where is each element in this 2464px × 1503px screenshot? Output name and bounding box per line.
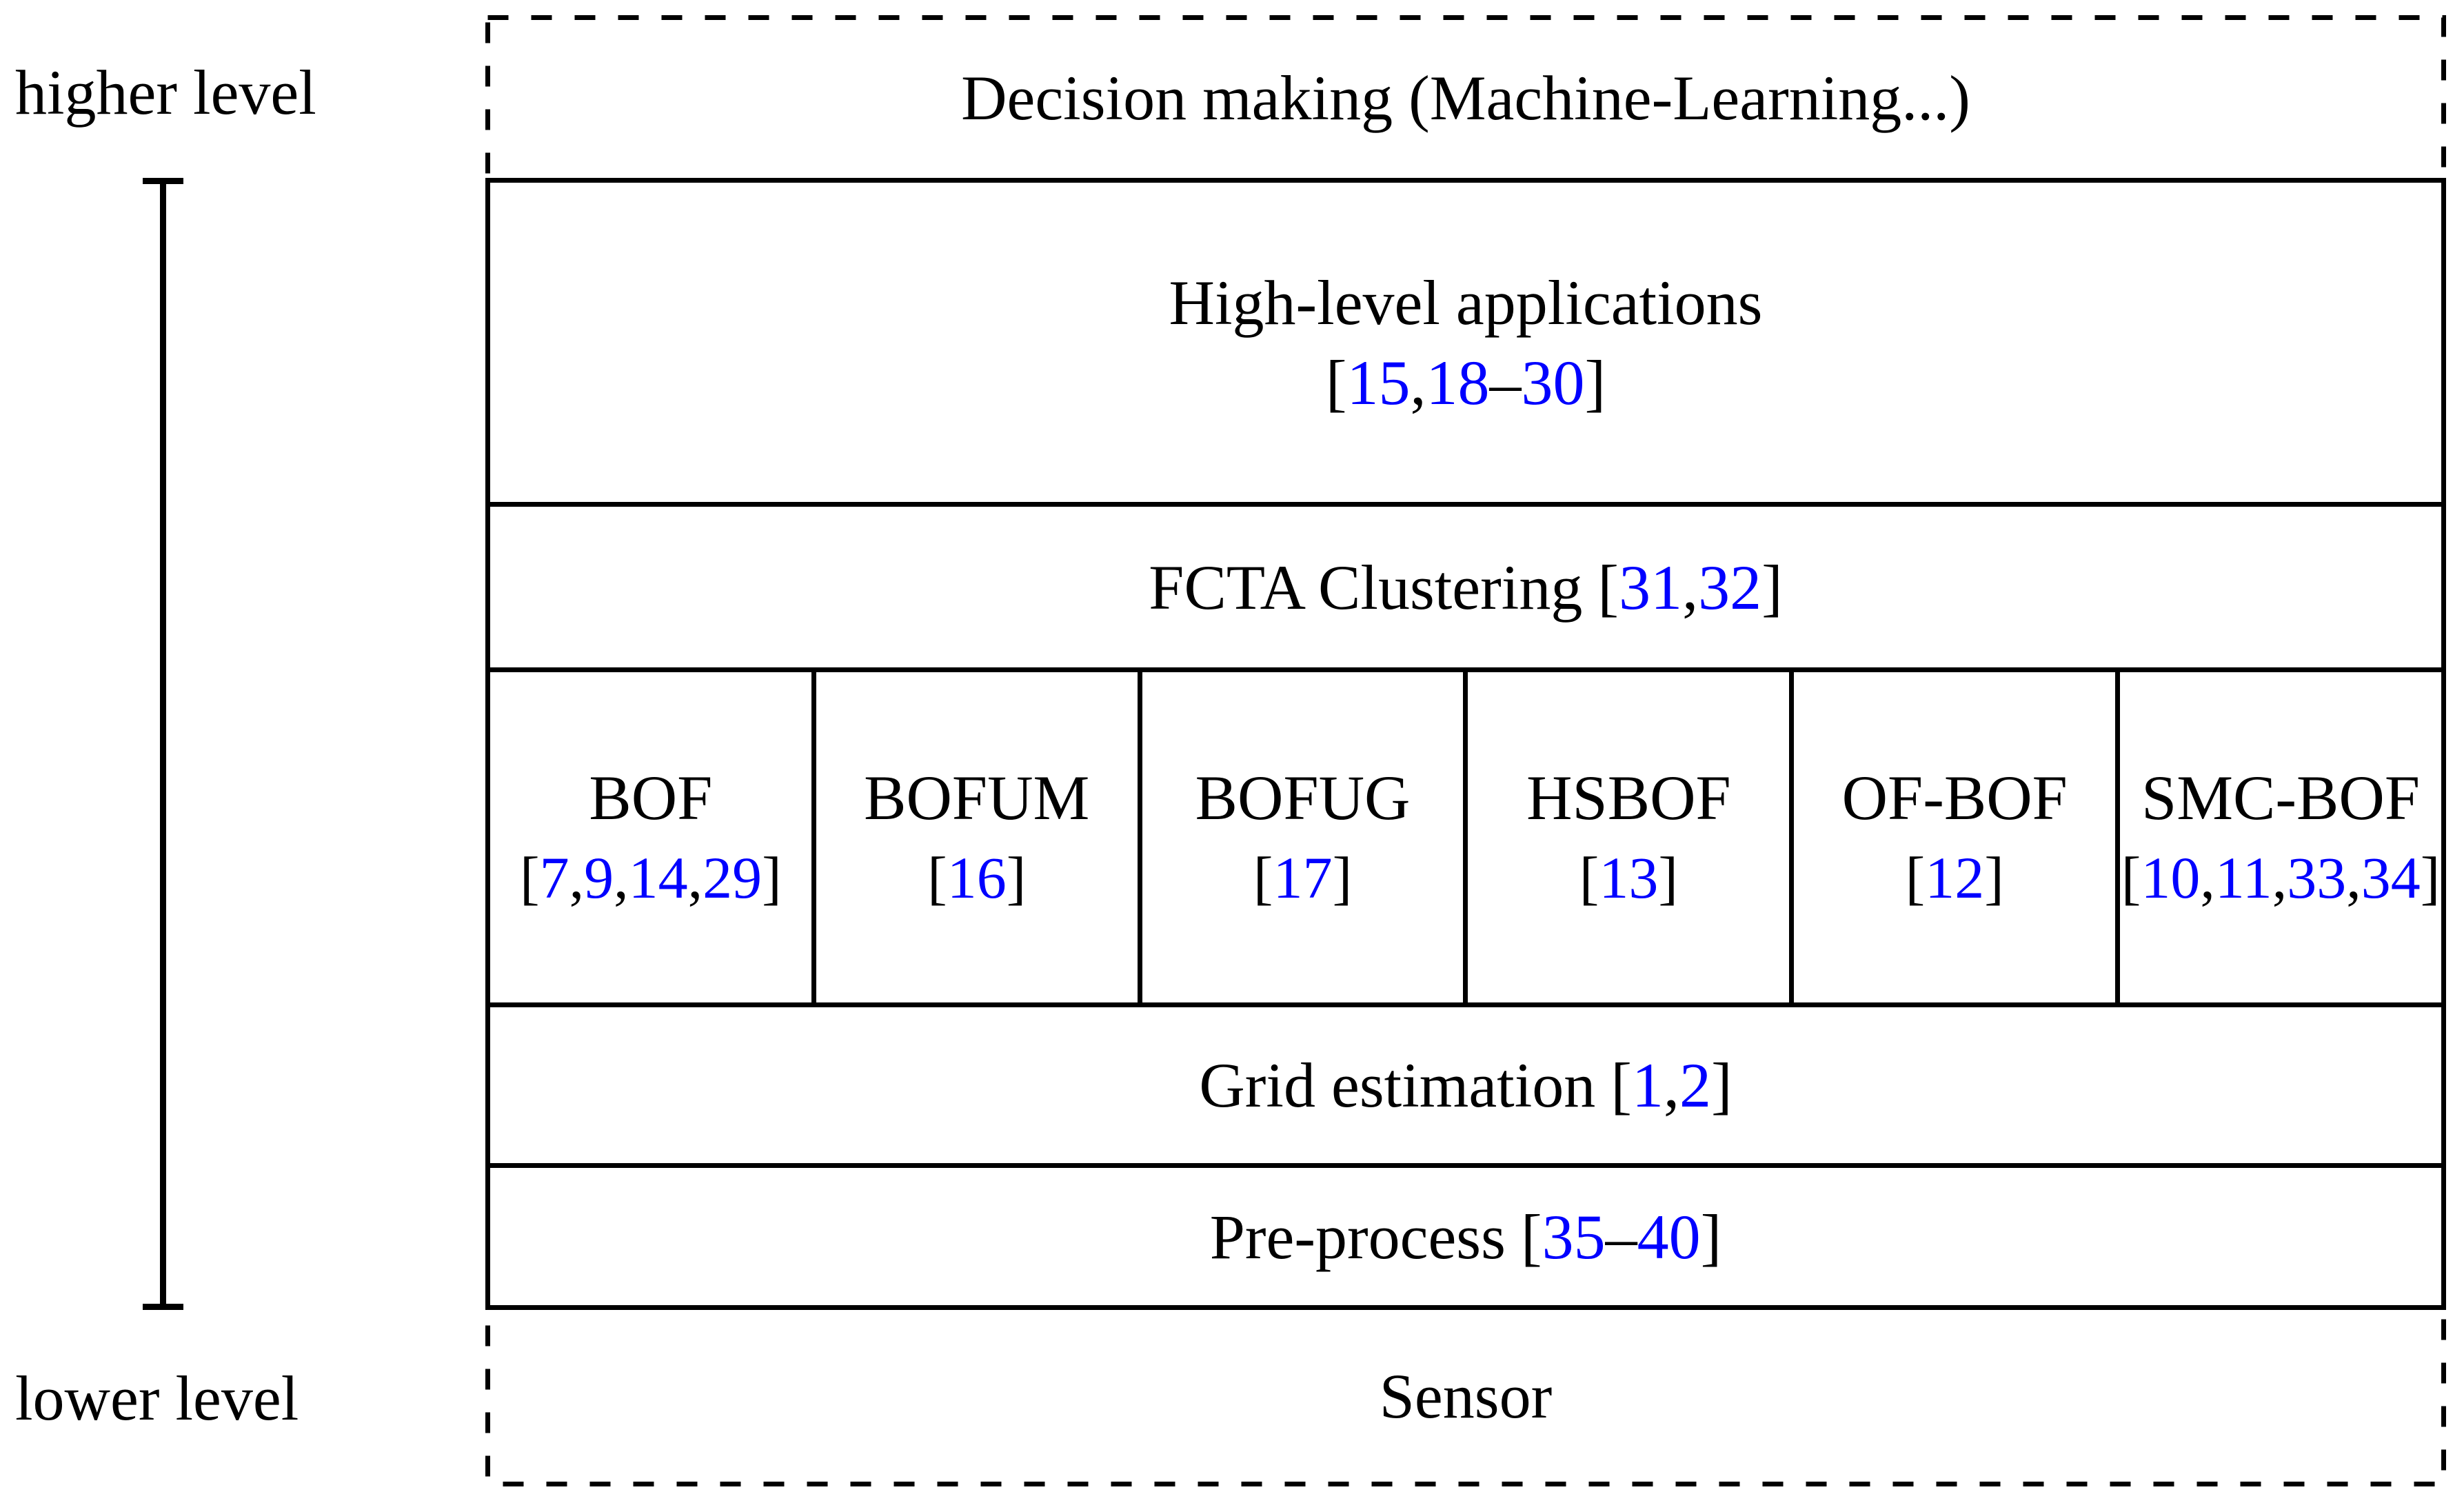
method-smc-bof-citation: [10,11,33,34]: [2121, 844, 2441, 911]
lower-level-label: lower level: [15, 1363, 299, 1433]
grid-estimation-label: Grid estimation: [1199, 1050, 1596, 1120]
sensor-label: Sensor: [1379, 1361, 1553, 1431]
method-hsbof-citation: [13]: [1579, 844, 1679, 911]
pre-process-citation: [35–40]: [1520, 1201, 1722, 1272]
method-bof-label: BOF: [589, 762, 713, 833]
fcta-clustering-citation: [31,32]: [1597, 552, 1783, 623]
method-bof-citation: [7,9,14,29]: [520, 844, 782, 911]
high-level-applications-content: High-level applications [15,18–30]: [1169, 263, 1763, 423]
high-level-applications-label: High-level applications: [1169, 267, 1763, 338]
layer-fcta-clustering: FCTA Clustering [31,32]: [490, 507, 2441, 672]
method-of-bof-label: OF-BOF: [1841, 762, 2068, 833]
fcta-clustering-label: FCTA Clustering: [1149, 552, 1583, 623]
method-box-of-bof: OF-BOF [12]: [1794, 672, 2121, 1002]
layer-grid-estimation: Grid estimation [1,2]: [490, 1007, 2441, 1168]
layer-sensor: Sensor: [487, 1310, 2444, 1482]
method-box-hsbof: HSBOF [13]: [1468, 672, 1795, 1002]
method-box-bofum: BOFUM [16]: [816, 672, 1142, 1002]
method-bofum-label: BOFUM: [864, 762, 1090, 833]
method-box-smc-bof: SMC-BOF [10,11,33,34]: [2120, 672, 2441, 1002]
method-box-bof: BOF [7,9,14,29]: [490, 672, 816, 1002]
level-axis-cap-bottom: [143, 1304, 183, 1310]
method-box-bofug: BOFUG [17]: [1142, 672, 1468, 1002]
method-bofum-citation: [16]: [927, 844, 1027, 911]
layer-bof-methods-row: BOF [7,9,14,29] BOFUM [16] BOFUG [17] HS…: [490, 672, 2441, 1007]
layer-pre-process: Pre-process [35–40]: [490, 1168, 2441, 1305]
method-bofug-citation: [17]: [1253, 844, 1353, 911]
level-axis-line: [160, 178, 166, 1310]
method-hsbof-label: HSBOF: [1526, 762, 1731, 833]
layer-high-level-applications: High-level applications [15,18–30]: [490, 183, 2441, 507]
layer-decision-making: Decision making (Machine-Learning...): [487, 18, 2444, 178]
higher-level-label: higher level: [15, 57, 316, 128]
layer-stack: High-level applications [15,18–30] FCTA …: [485, 178, 2446, 1310]
method-smc-bof-label: SMC-BOF: [2141, 762, 2421, 833]
decision-making-label: Decision making (Machine-Learning...): [961, 63, 1970, 133]
method-bofug-label: BOFUG: [1195, 762, 1411, 833]
grid-estimation-citation: [1,2]: [1610, 1050, 1733, 1120]
pre-process-label: Pre-process: [1209, 1201, 1506, 1272]
high-level-applications-citation: [15,18–30]: [1325, 347, 1606, 418]
method-of-bof-citation: [12]: [1905, 844, 2004, 911]
